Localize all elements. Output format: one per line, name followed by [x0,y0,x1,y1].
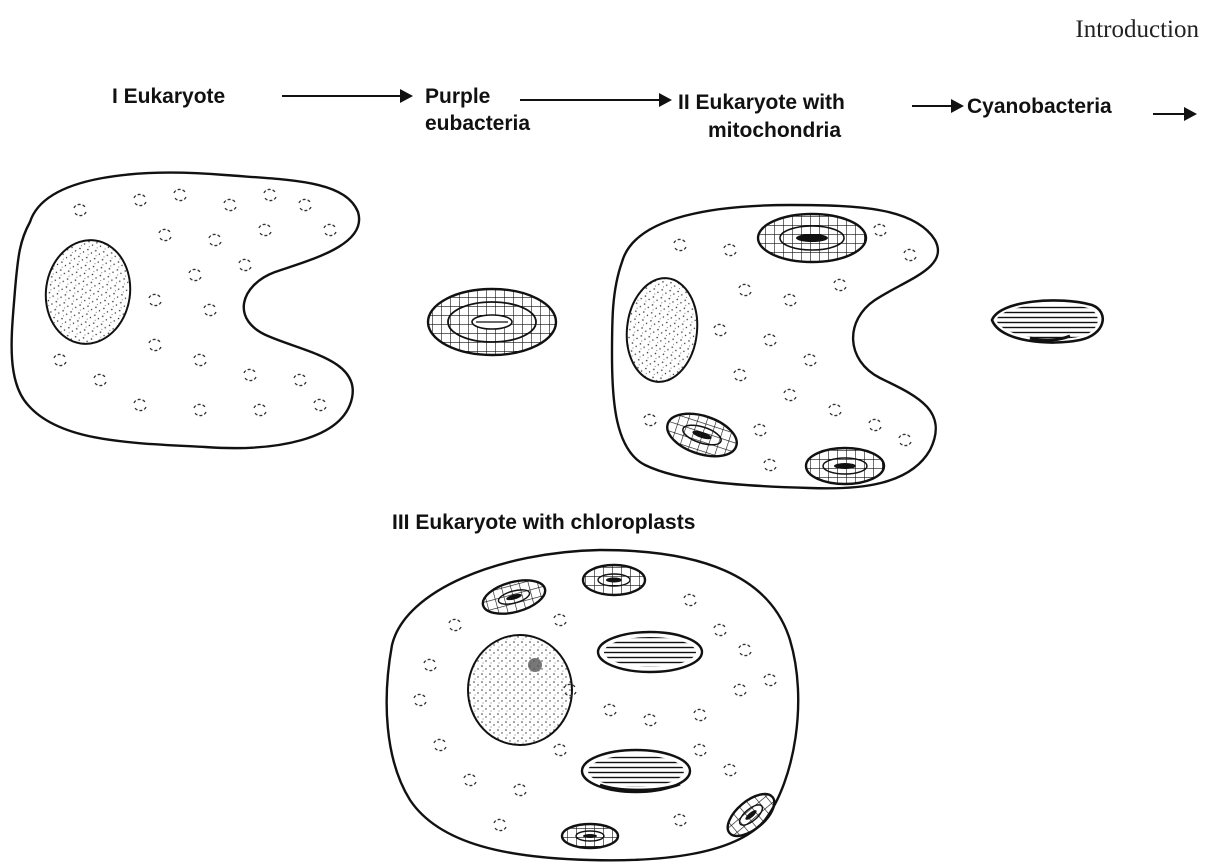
mitochondrion [583,565,645,595]
mitochondrion [758,214,866,262]
cyanobacterium [992,300,1103,342]
mitochondrion [806,448,884,484]
chloroplast [598,632,702,672]
eukaryote-cell-1 [12,173,360,448]
mitochondrion [562,824,618,848]
eukaryote-cell-2 [612,205,938,488]
chloroplast [582,750,690,792]
purple-eubacterium [428,289,556,355]
eukaryote-cell-3 [387,550,799,860]
